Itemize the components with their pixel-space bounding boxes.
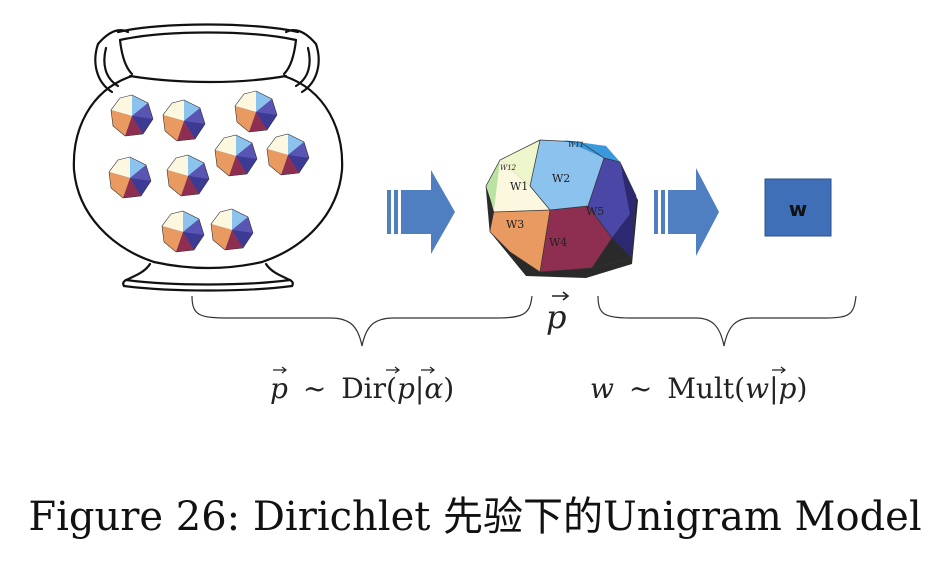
die-label-w3: W3: [506, 218, 524, 231]
die-label-w4: W4: [549, 236, 567, 249]
die-label-w12: W12: [500, 164, 517, 172]
svg-text:p: p: [546, 298, 566, 336]
figure-caption: Figure 26: Dirichlet 先验下的Unigram Model: [28, 494, 922, 540]
die-label-w1: W1: [510, 180, 528, 193]
formula-dirichlet: p ~ Dir(p|α): [270, 366, 454, 405]
svg-text:w ~ Mult(w|p): w ~ Mult(w|p): [590, 372, 807, 405]
brace-right: [597, 295, 857, 347]
arrow-right-2: [654, 168, 719, 256]
die-face-w1: [488, 160, 550, 212]
vase: [72, 23, 344, 292]
die-label-w5: W5: [586, 205, 604, 218]
formula-multinomial: w ~ Mult(w|p): [590, 366, 807, 405]
word-box: w: [764, 178, 832, 237]
die-face-w12: [486, 160, 500, 210]
word-box-label: w: [789, 197, 807, 221]
svg-text:p ~ Dir(p|α): p ~ Dir(p|α): [270, 372, 454, 405]
brace-left: [191, 295, 533, 347]
die-face-w4: [540, 206, 612, 272]
die-label-w2: W2: [552, 172, 570, 185]
p-vector-symbol: p: [546, 291, 570, 336]
die-face-w11: [564, 140, 620, 162]
large-die: W1 W2 W3 W4 W5 W11 W12: [485, 139, 638, 278]
die-label-w11: W11: [568, 141, 584, 149]
die-face-w5: [588, 158, 630, 238]
die-face-w3: [490, 210, 550, 272]
arrow-right-1: [387, 170, 455, 254]
vase-dice: [108, 90, 310, 253]
die-face-w2: [530, 140, 604, 210]
